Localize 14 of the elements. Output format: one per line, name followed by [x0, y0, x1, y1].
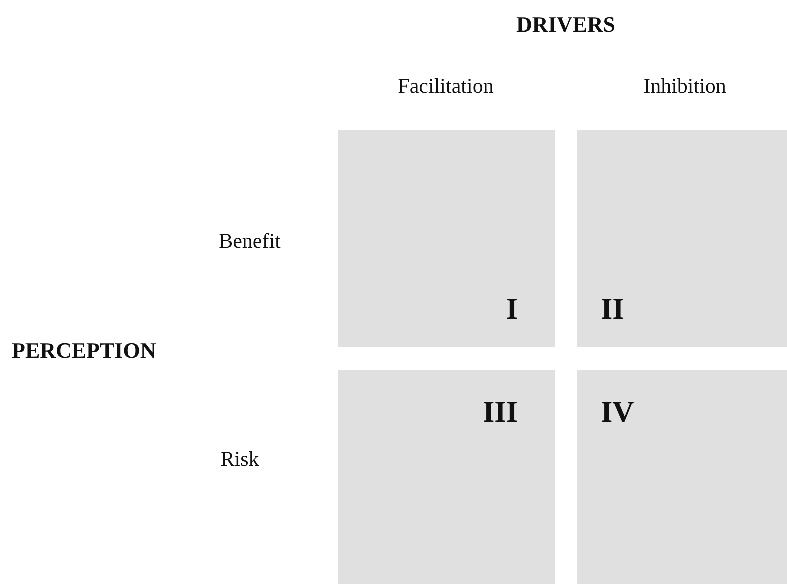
column-heading: Facilitation — [398, 76, 494, 97]
axis-heading: DRIVERS — [516, 14, 616, 36]
quadrant-panel — [338, 130, 555, 347]
quadrant-panel — [338, 370, 555, 584]
column-heading: Inhibition — [644, 76, 726, 97]
axis-heading: PERCEPTION — [12, 340, 156, 362]
row-heading: Risk — [220, 449, 260, 470]
row-heading: Benefit — [219, 231, 281, 252]
quadrant-number: III — [482, 398, 518, 428]
quadrant-panel — [577, 130, 787, 347]
quadrant-panel — [577, 370, 787, 584]
quadrant-number: IV — [601, 398, 634, 428]
quadrant-number: II — [601, 295, 624, 325]
quadrant-number: I — [506, 295, 518, 325]
